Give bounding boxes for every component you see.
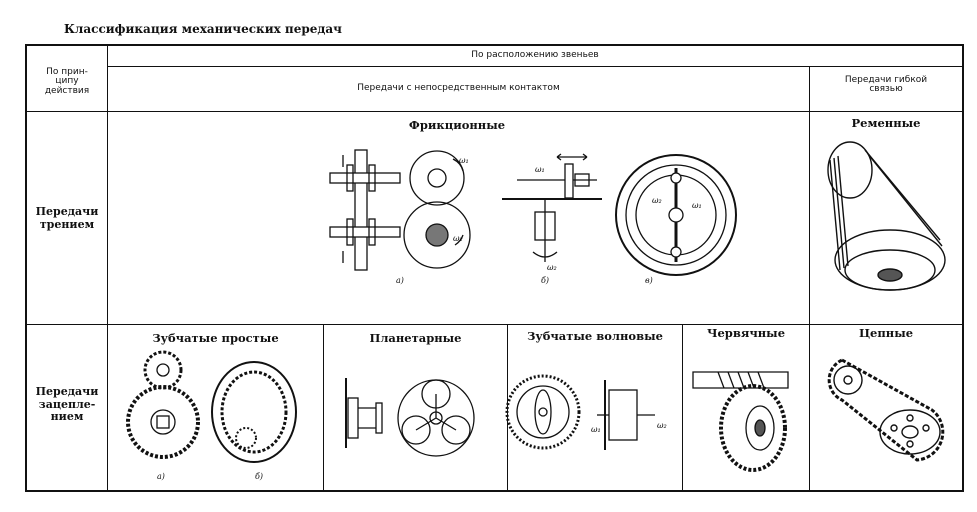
worm-gear-figure (692, 371, 789, 472)
sublabel-v: в) (645, 276, 653, 285)
omega-2: ω₂ (453, 234, 463, 243)
sublabel-a: а) (396, 276, 404, 285)
header-direct-contact: Передачи с непосредственным контактом (357, 83, 560, 93)
sublabel-b: б) (541, 276, 550, 285)
chain-drive-figure (827, 358, 945, 462)
header-flexible: Передачи гибкой связью (844, 75, 928, 95)
row-label-mesh: Передачи зацепле- нием (35, 385, 99, 424)
grid-line (107, 46, 108, 490)
spur-gear-a-figure (126, 350, 200, 459)
category-chain: Цепные (858, 326, 914, 340)
omega-1b: ω₁ (535, 165, 545, 174)
grid-line (107, 66, 962, 67)
page-title: Классификация механических передач (64, 22, 342, 36)
header-principle: По прин- ципу действия (44, 67, 90, 96)
grid-line (809, 66, 810, 490)
category-friction: Фрикционные (408, 118, 506, 132)
category-planetary: Планетарные (369, 331, 462, 345)
category-spur-simple: Зубчатые простые (152, 331, 279, 345)
grid-line (27, 111, 962, 112)
friction-drive-b-figure: ω₁ ω₂ (502, 153, 602, 272)
category-wave: Зубчатые волновые (527, 329, 663, 343)
omega-2c: ω₂ (652, 196, 662, 205)
category-belt: Ременные (851, 116, 921, 130)
omega-2b: ω₂ (547, 263, 557, 272)
row-label-friction: Передачи трением (35, 205, 99, 231)
planetary-figure (345, 378, 475, 457)
sublabel-b2: б) (255, 472, 264, 481)
category-worm: Червячные (706, 326, 786, 340)
omega-1c: ω₁ (692, 201, 702, 210)
omega-1: ω₁ (459, 156, 469, 165)
belt-drive-figure (827, 141, 946, 291)
friction-drive-a-figure: ω₁ ω₂ (329, 149, 471, 271)
spur-gear-b-figure (211, 361, 297, 463)
wave-gear-figure: ω₁ ω₂ (505, 374, 667, 450)
friction-drive-v-figure: ω₂ ω₁ (615, 154, 737, 276)
grid-line (27, 324, 962, 325)
grid-line (323, 324, 324, 490)
grid-line (682, 324, 683, 490)
omega-1d: ω₁ (591, 425, 601, 434)
classification-table: По прин- ципу действия По расположению з… (25, 44, 964, 492)
sublabel-a2: а) (157, 472, 165, 481)
header-arrangement: По расположению звеньев (471, 50, 599, 60)
omega-2d: ω₂ (657, 421, 667, 430)
